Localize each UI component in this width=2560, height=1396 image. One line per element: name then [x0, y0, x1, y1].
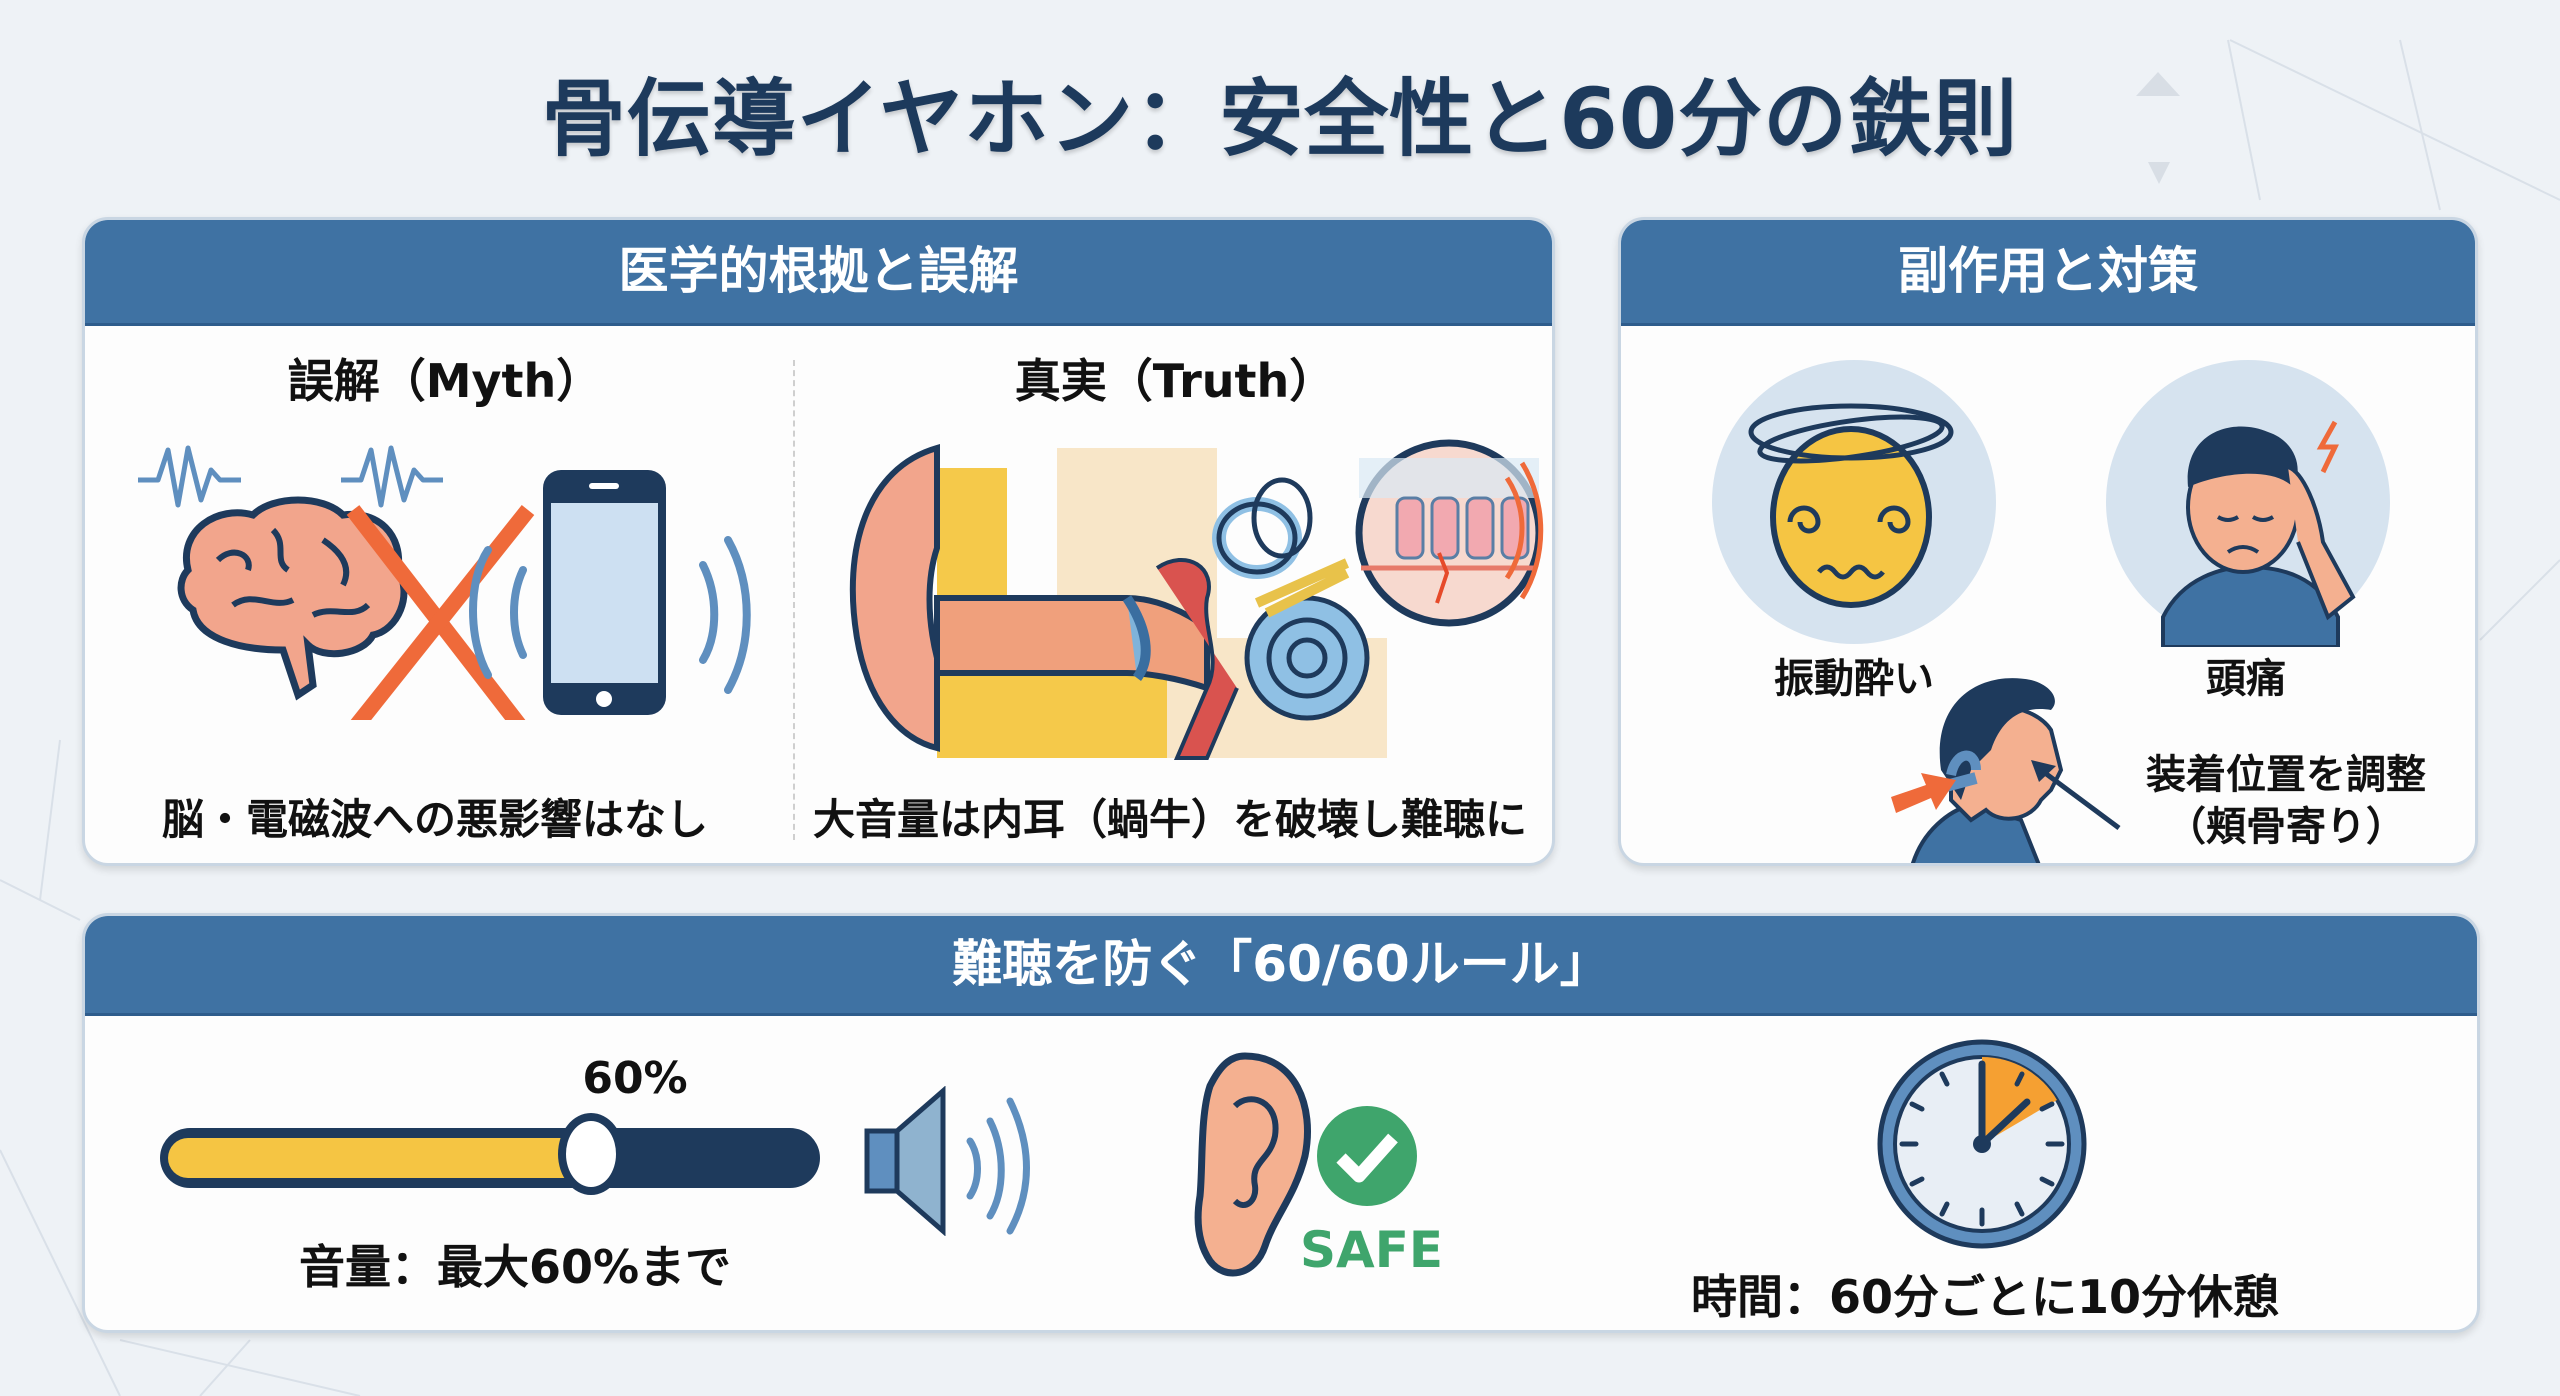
safe-badge-text: SAFE: [1300, 1221, 1444, 1279]
volume-percent-label: 60%: [582, 1053, 688, 1104]
medical-evidence-header: 医学的根拠と誤解: [85, 220, 1552, 326]
rule-60-60-panel: 難聴を防ぐ「60/60ルール」 60% 音量：最大60%まで SAFE: [82, 913, 2480, 1333]
check-badge-icon: [1317, 1106, 1417, 1206]
dizzy-face-icon: [1712, 360, 1996, 644]
medical-evidence-panel: 医学的根拠と誤解 誤解（Myth） 真実（Truth）: [82, 217, 1555, 866]
scroll-down-icon[interactable]: [2148, 162, 2170, 184]
side-effect-label-headache: 頭痛: [2206, 656, 2286, 702]
volume-slider-fill: [168, 1138, 568, 1178]
brainwave-icon: [138, 445, 443, 508]
bone-conduction-headset-profile-icon: [1911, 678, 2064, 863]
clock-icon: [1877, 1039, 2087, 1249]
truth-caption: 大音量は内耳（蝸牛）を破壊し難聴に: [812, 795, 1527, 844]
volume-caption: 音量：最大60%まで: [298, 1240, 732, 1294]
smartphone-icon: [543, 470, 666, 715]
myth-caption: 脳・電磁波への悪影響はなし: [161, 795, 708, 844]
side-effects-header: 副作用と対策: [1621, 220, 2475, 326]
divider-dashed: [793, 360, 795, 840]
cochlea-icon: [1212, 477, 1370, 721]
cross-mark-icon: [346, 505, 535, 720]
hair-cell-magnifier-icon: [1355, 439, 1543, 627]
ear-check-icon: [1194, 1052, 1311, 1277]
scroll-up-icon[interactable]: [2136, 72, 2180, 96]
countermeasure-line2: （頬骨寄り）: [2166, 804, 2406, 850]
myth-heading: 誤解（Myth）: [287, 354, 603, 408]
speaker-icon: [864, 1086, 946, 1236]
orange-arrow-icon: [1891, 773, 1956, 813]
myth-illustration: [138, 445, 751, 720]
page-title: 骨伝導イヤホン：安全性と60分の鉄則: [541, 70, 2019, 168]
volume-slider[interactable]: [160, 1128, 820, 1188]
pointer-arrow-icon: [2031, 760, 2121, 830]
sound-waves-icon: [966, 1097, 1030, 1235]
signal-waves-icon: [469, 536, 751, 694]
headache-person-icon: [2106, 360, 2390, 647]
side-effects-panel: 副作用と対策 振動酔い 頭痛 装着位置を調整 （頬骨寄り）: [1618, 217, 2478, 866]
truth-heading: 真実（Truth）: [1014, 354, 1336, 408]
rule-60-60-header: 難聴を防ぐ「60/60ルール」: [85, 916, 2477, 1016]
countermeasure-line1: 装着位置を調整: [2146, 752, 2426, 798]
side-effect-label-dizziness: 振動酔い: [1774, 656, 1934, 702]
time-caption: 時間：60分ごとに10分休憩: [1690, 1270, 2280, 1324]
eardrum-icon: [1122, 595, 1151, 681]
brain-icon: [177, 496, 408, 701]
volume-slider-thumb[interactable]: [558, 1113, 624, 1195]
ear-anatomy-illustration: [849, 439, 1544, 760]
